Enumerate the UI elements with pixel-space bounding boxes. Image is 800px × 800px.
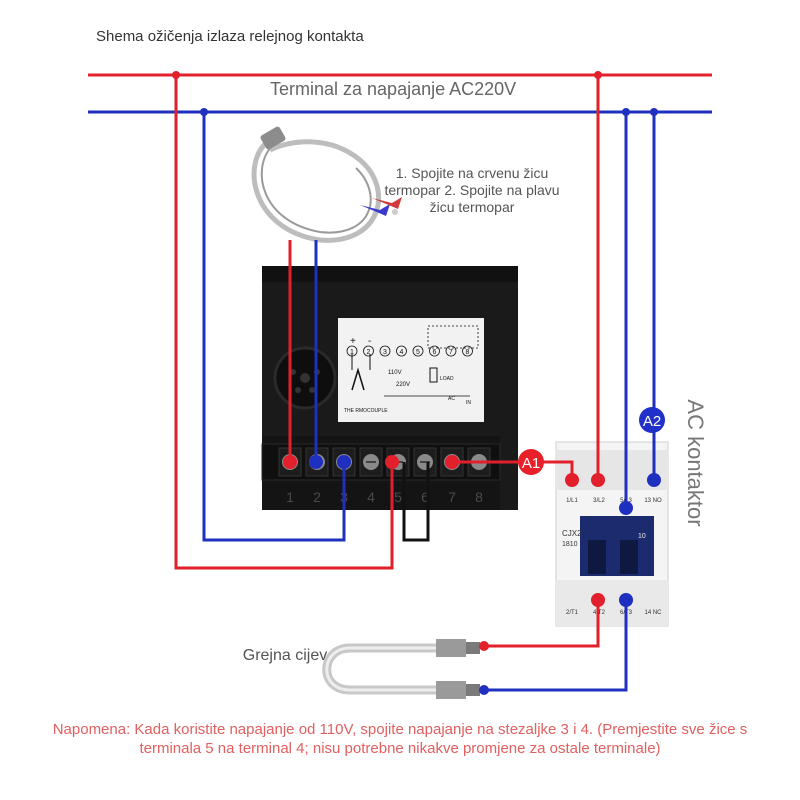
contactor-top-terminal: 13 NO — [644, 498, 662, 504]
thermocouple-probe — [251, 126, 402, 243]
supply-label: Terminal za napajanje AC220V — [270, 79, 517, 99]
contactor-bottom-terminal: 2/T1 — [566, 610, 579, 616]
terminal-number: 2 — [313, 489, 321, 505]
wiring-note: Napomena: Kada koristite napajanje od 11… — [52, 721, 748, 757]
terminal-number: 6 — [421, 489, 429, 505]
terminal-number: 8 — [475, 489, 483, 505]
contactor-top-terminal: 1/L1 — [566, 498, 578, 504]
contactor-model: CJX2 — [562, 529, 582, 538]
panel-plus: + — [350, 336, 356, 347]
panel-number: 5 — [416, 349, 420, 356]
terminal-number: 1 — [286, 489, 294, 505]
panel-minus: - — [368, 336, 371, 347]
terminal-number: 5 — [394, 489, 402, 505]
contactor-bottom-terminal: 14 NC — [644, 610, 662, 616]
wires — [174, 75, 656, 692]
contactor-model-number: 1810 — [562, 541, 578, 548]
panel-110v: 110V — [388, 370, 402, 376]
panel-load: LOAD — [440, 376, 454, 382]
panel-number-ring — [412, 345, 424, 357]
panel-220v: 220V — [396, 382, 410, 388]
panel-number: 2 — [367, 349, 371, 356]
panel-in: IN — [466, 400, 471, 406]
diagram-title: Shema ožičenja izlaza relejnog kontakta — [96, 28, 364, 45]
wiring-label-panel — [338, 318, 484, 422]
wire-terminals — [283, 455, 661, 695]
panel-ac: AC — [448, 396, 455, 402]
panel-number: 3 — [383, 349, 387, 356]
panel-number-ring — [429, 345, 440, 357]
marker-a2: A2 — [639, 407, 665, 433]
panel-number: 6 — [433, 349, 437, 356]
panel-number-ring — [462, 345, 473, 357]
panel-thermocouple: THE RMOCOUPLE — [344, 408, 388, 414]
contactor-top-terminal: 3/L2 — [593, 498, 605, 504]
thermocouple-note: 1. Spojite na crvenu žicu termopar 2. Sp… — [384, 165, 560, 215]
terminal-number: 7 — [448, 489, 456, 505]
panel-number-ring — [379, 345, 391, 357]
marker-a2-label: A2 — [643, 413, 661, 430]
panel-number: 4 — [400, 349, 404, 356]
panel-number: 7 — [449, 349, 453, 356]
marker-a1-label: A1 — [522, 455, 540, 472]
contactor-rating: 10 — [638, 533, 646, 540]
temperature-controller: + - 1 2 3 4 5 6 7 8 110V 220V LOAD AC IN THE RM… — [261, 266, 518, 510]
panel-number: 8 — [466, 349, 470, 356]
heater-label: Grejna cijev — [242, 647, 328, 664]
panel-number-ring — [396, 345, 407, 357]
heating-tube — [322, 639, 480, 699]
terminal-number: 4 — [367, 489, 375, 505]
panel-number-ring — [363, 345, 374, 357]
marker-a1: A1 — [518, 449, 544, 475]
panel-number: 1 — [350, 349, 354, 356]
panel-number-ring — [445, 345, 457, 357]
